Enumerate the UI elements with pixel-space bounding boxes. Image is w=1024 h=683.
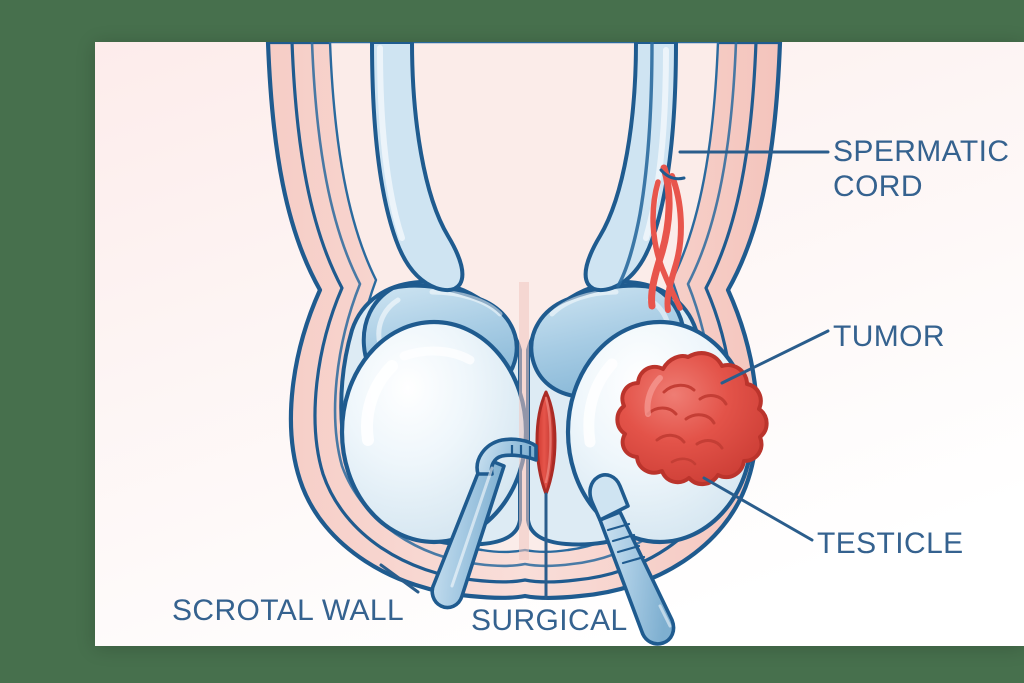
tumor-mass [615,351,769,486]
label-tumor: TUMOR [833,320,945,353]
pampiniform-plexus-vessels [648,164,686,313]
label-testicle: TESTICLE [817,527,964,560]
leader-testicle [702,476,814,542]
label-surgical: SURGICAL [471,604,628,637]
scalpel-right [588,473,676,646]
right-spermatic-cord [583,42,686,313]
left-spermatic-cord [370,42,465,293]
anatomy-illustration [95,42,1024,646]
illustration-card: SPERMATIC CORD TUMOR TESTICLE SCROTAL WA… [95,42,1024,646]
label-scrotal-wall: SCROTAL WALL [172,594,405,627]
label-spermatic-cord: SPERMATIC CORD [833,135,1010,203]
leader-tumor [720,329,830,385]
leader-lines [379,150,830,600]
left-hemiscrotum-group [339,279,529,547]
leader-scrotal-wall [379,563,420,594]
retractor-left [430,437,538,610]
